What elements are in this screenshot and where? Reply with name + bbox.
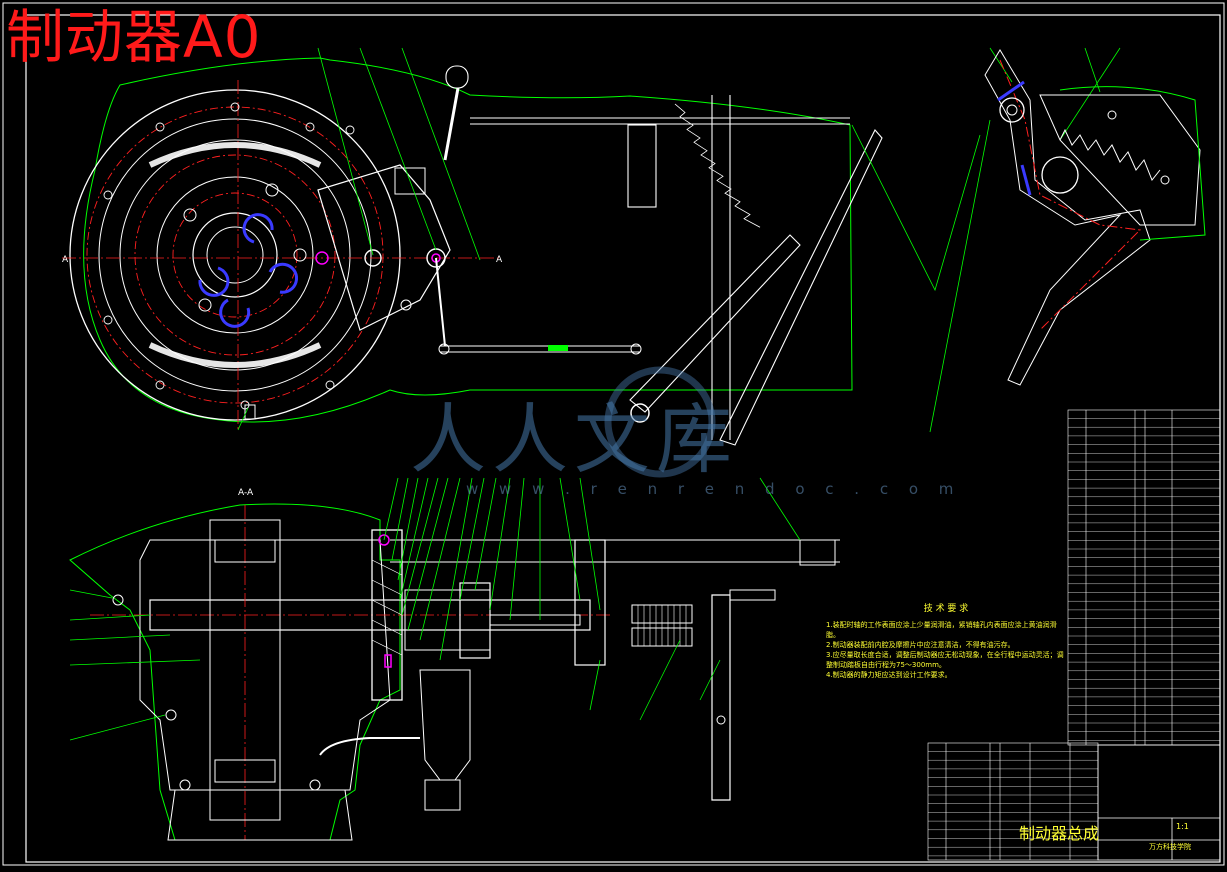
- fastener: [165, 709, 177, 721]
- pedal-centerline: [999, 59, 1142, 331]
- organization-name: 万方科技学院: [1149, 843, 1191, 851]
- pedal-pivot-inner: [1006, 104, 1018, 116]
- fastener: [112, 594, 124, 606]
- lever-cross-arm: [729, 589, 776, 601]
- pedal-bolt: [1107, 110, 1117, 120]
- title-block: [1097, 744, 1221, 861]
- drum-mid-ring: [119, 139, 351, 371]
- technical-requirements-title: 技 术 要 求: [923, 604, 969, 614]
- spring-coil-lines: [637, 605, 687, 646]
- lever-pivot: [630, 403, 650, 423]
- drum-outer-rim: [69, 89, 401, 421]
- drum-inner-rim: [98, 118, 372, 392]
- leader-lines-lower: [69, 477, 801, 741]
- pivot-pin: [364, 249, 382, 267]
- stud-hole: [183, 208, 197, 222]
- control-lever: [711, 594, 731, 801]
- stud-hole-highlight: [315, 251, 329, 265]
- drawing-frame-inner: [25, 14, 1221, 863]
- brake-shoe: [148, 342, 322, 368]
- lever-hole: [716, 715, 726, 725]
- view-marker-right: A: [496, 255, 503, 265]
- hub-lobe: [268, 262, 299, 294]
- section-view-a-a: [69, 503, 840, 841]
- technical-requirement-item: 3.应尽量取长度合适，调整后制动器应无松动现象，在全行程中运动灵活；调整制动踏板…: [826, 651, 1064, 669]
- pressure-plate: [404, 589, 491, 651]
- linkage-rods: [435, 65, 883, 446]
- hub-ring-inner: [192, 212, 278, 298]
- housing-contour: [83, 57, 853, 423]
- pedal-boss: [1041, 156, 1079, 194]
- drawing-scale: 1:1: [1176, 822, 1189, 831]
- parts-list-table: [1067, 409, 1221, 746]
- stud-hole: [265, 183, 279, 197]
- drain-plug: [244, 404, 256, 420]
- hub-lobe: [198, 266, 230, 297]
- pedal-bolt: [1160, 175, 1170, 185]
- bearing: [214, 759, 276, 783]
- adjuster-block: [394, 167, 426, 195]
- pedal-contour: [1059, 86, 1206, 241]
- hub-lobe: [219, 298, 251, 328]
- parts-list-rows: [1068, 418, 1220, 741]
- view-marker-left: A: [62, 255, 69, 265]
- bevel-gear-housing: [209, 519, 281, 821]
- technical-requirement-item: 4.制动器的静力矩应达到设计工作要求。: [826, 671, 952, 679]
- fastener: [309, 779, 321, 791]
- clevis-highlight: [548, 345, 568, 351]
- hub-pitch: [172, 192, 298, 318]
- gear-bolt-highlight: [378, 534, 390, 546]
- pedal-serration: [1059, 128, 1161, 181]
- pedal-pivot: [999, 97, 1025, 123]
- shift-fork: [780, 539, 836, 566]
- assembly-name: 制动器总成: [1018, 824, 1099, 843]
- drum-front-view: [62, 57, 853, 430]
- section-marker-text: A-A: [238, 488, 254, 498]
- friction-disc-hatch: [371, 559, 403, 656]
- stud-hole: [293, 248, 307, 262]
- hub-bore: [206, 226, 264, 284]
- brake-shoe: [148, 142, 322, 168]
- drum-bolt-circle: [86, 106, 384, 404]
- technical-requirements: 技 术 要 求 1.装配时轴的工作表面应涂上少量润滑油，紧销轴孔内表面应涂上黄油…: [826, 604, 1066, 680]
- actuator-body: [459, 582, 491, 659]
- drain-union: [424, 779, 461, 811]
- fastener: [179, 779, 191, 791]
- pedal-hatch: [1020, 164, 1032, 196]
- hub-ring-outer: [156, 176, 314, 334]
- pull-tube: [419, 669, 471, 781]
- drawing-title: 制动器A0: [6, 3, 262, 71]
- return-spring: [674, 103, 761, 228]
- technical-requirement-item: 2.制动器装配前内腔及摩擦片中应注意清洁，不得有油污存。: [826, 641, 1015, 649]
- section-housing-contour: [69, 503, 401, 841]
- stud-hole: [198, 298, 212, 312]
- rod-end: [438, 343, 450, 355]
- parts-list-lower-rows: [928, 751, 1098, 857]
- pedal-pad: [1039, 94, 1201, 226]
- pedal-hatch: [997, 80, 1025, 102]
- bearing: [214, 539, 276, 563]
- hub-lobe: [242, 213, 274, 244]
- shoe-ring: [134, 154, 336, 356]
- pedal-arm: [984, 49, 1151, 386]
- section-housing-outline: [139, 539, 391, 791]
- lower-base: [167, 789, 353, 841]
- seal-highlight: [384, 654, 392, 668]
- fluid-line: [319, 737, 420, 756]
- pedal-side-view: [984, 49, 1206, 386]
- rod-end: [630, 343, 642, 355]
- cam-lever: [317, 164, 451, 331]
- bracket-post: [574, 539, 606, 666]
- leader-lines-upper: [237, 47, 1121, 433]
- technical-requirement-item: 1.装配时轴的工作表面应涂上少量润滑油，紧销轴孔内表面应涂上黄油润滑脂。: [826, 621, 1057, 639]
- push-rod: [489, 614, 581, 626]
- adjuster-bolt: [400, 299, 412, 311]
